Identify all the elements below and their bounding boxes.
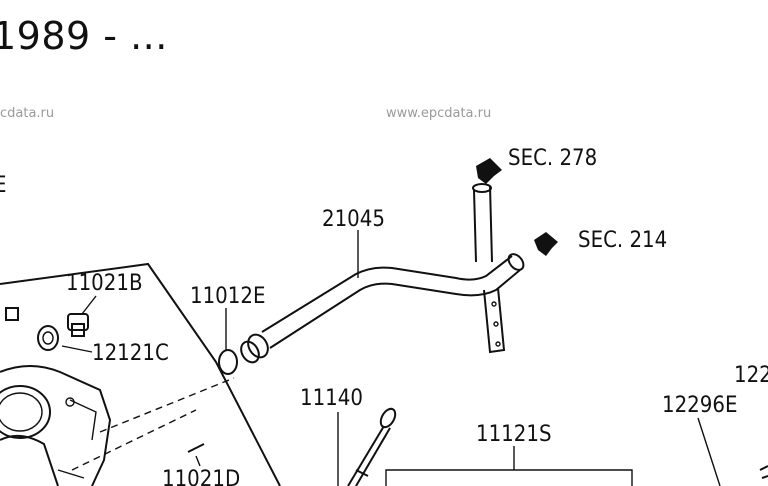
leader-11021B (81, 295, 97, 315)
label-122: 122 (734, 363, 768, 388)
label-11021B: 11021B (66, 271, 143, 296)
plug-11021B (67, 313, 89, 337)
label-12121C: 12121C (92, 341, 169, 366)
label-11121S: 11121S (476, 422, 552, 447)
gasket-set-box (385, 469, 633, 486)
watermark-center: www.epcdata.ru (386, 106, 492, 121)
bolt-11021D (187, 443, 205, 453)
dash-line-lower (71, 409, 197, 471)
water-pipe-21045 (240, 183, 525, 364)
cylinder-head (0, 262, 281, 486)
label-11140: 11140 (300, 386, 363, 411)
sec-278-arrow-icon (476, 158, 502, 184)
leader-11021D (195, 455, 201, 467)
watermark-left: cdata.ru (0, 106, 55, 121)
sec-214-arrow-icon (534, 232, 558, 256)
gasket-12121C (37, 325, 59, 351)
label-11021D: 11021D (162, 467, 240, 486)
leader-12121C (61, 345, 93, 353)
stud-icon (5, 307, 19, 321)
label-sec-278: SEC. 278 (508, 146, 597, 171)
leader-12296E (697, 417, 721, 486)
label-11012E: 11012E (190, 284, 265, 309)
dash-line-upper (99, 377, 235, 433)
label-21045: 21045 (322, 207, 385, 232)
dipstick-11140 (347, 407, 397, 486)
o-ring-11012E (218, 349, 238, 375)
stray-glyph: E (0, 173, 7, 198)
label-sec-214: SEC. 214 (578, 228, 667, 253)
label-12296E: 12296E (662, 393, 737, 418)
bracket-partial (759, 465, 768, 479)
page-title: 1989 - ... (0, 14, 168, 58)
